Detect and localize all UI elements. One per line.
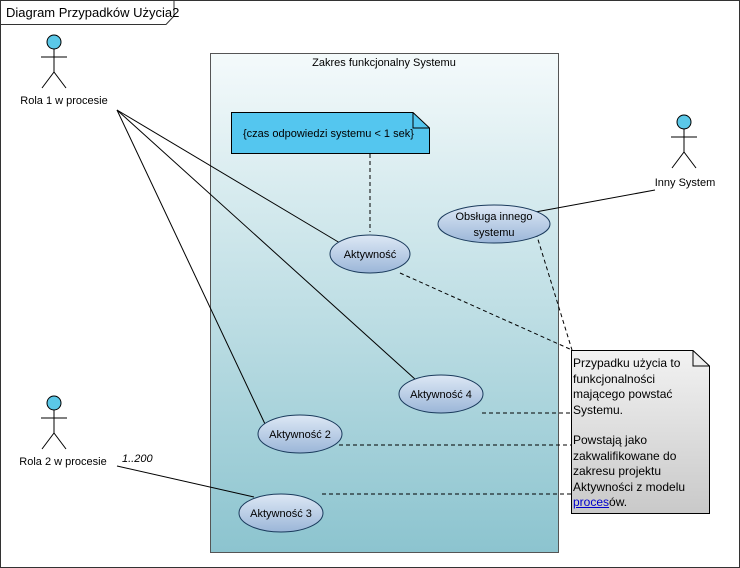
actor-head xyxy=(46,34,62,50)
multiplicity-label: 1..200 xyxy=(122,453,153,465)
actor-head xyxy=(46,395,62,411)
usecase-aktywnosc3[interactable]: Aktywność 3 xyxy=(238,493,324,533)
actor-role1-label: Rola 1 w procesie xyxy=(20,95,107,107)
constraint-note-text: {czas odpowiedzi systemu < 1 sek} xyxy=(243,128,414,140)
proces-link[interactable]: proces xyxy=(573,495,610,509)
association-role2-aktywnosc3 xyxy=(116,465,255,498)
usecase-obsluga-label-line1: Obsługa innego xyxy=(455,211,532,223)
note-links xyxy=(322,154,573,495)
usecase-aktywnosc2-label: Aktywność 2 xyxy=(269,429,331,441)
note-line: zakresu projektu xyxy=(573,464,662,478)
association-role1-aktywnosc2 xyxy=(116,109,266,425)
actor-head xyxy=(676,114,692,130)
note-line: Systemu. xyxy=(573,402,624,417)
note-line: mającego powstać xyxy=(573,387,673,401)
actor-role1[interactable] xyxy=(41,34,67,89)
actor-other-system-label: Inny System xyxy=(655,177,716,189)
usecase-aktywnosc-label: Aktywność xyxy=(344,249,397,261)
note-line: Powstają jako xyxy=(573,433,648,447)
frame-title-tab xyxy=(0,0,175,25)
association-inny-obsluga xyxy=(529,189,656,214)
usecase-obsluga-label-line2: systemu xyxy=(474,227,515,239)
actor-role2[interactable] xyxy=(41,395,67,450)
usecase-aktywnosc4-label: Aktywność 4 xyxy=(410,389,472,401)
association-role1-aktywnosc xyxy=(116,109,341,244)
system-boundary-label: Zakres funkcjonalny Systemu xyxy=(312,57,456,69)
comment-note-text: Przypadku użycia to funkcjonalności mają… xyxy=(573,356,707,511)
note-line: Przypadku użycia to xyxy=(573,356,681,370)
usecase-aktywnosc4[interactable]: Aktywność 4 xyxy=(398,374,484,414)
associations xyxy=(116,109,656,498)
note-line: zakwalifikowane do xyxy=(573,448,677,463)
note-line: funkcjonalności xyxy=(573,371,656,386)
usecase-aktywnosc3-label: Aktywność 3 xyxy=(250,508,312,520)
usecase-aktywnosc[interactable]: Aktywność xyxy=(329,234,411,274)
comment-note[interactable] xyxy=(571,350,710,514)
actor-other-system[interactable] xyxy=(671,114,697,169)
frame-title: Diagram Przypadków Użycia2 xyxy=(6,5,179,20)
usecase-obsluga-innego-systemu[interactable]: Obsługa innego systemu xyxy=(437,204,551,244)
actor-role2-label: Rola 2 w procesie xyxy=(19,456,106,468)
usecase-aktywnosc2[interactable]: Aktywność 2 xyxy=(257,414,343,454)
note-link-aktywnosc xyxy=(399,272,573,351)
constraint-note[interactable] xyxy=(231,112,430,154)
note-link-suffix: ów. xyxy=(609,495,628,509)
note-line-link: procesów. xyxy=(573,495,707,511)
note-line: Aktywności z modelu xyxy=(573,479,686,494)
association-role1-aktywnosc4 xyxy=(116,109,417,381)
